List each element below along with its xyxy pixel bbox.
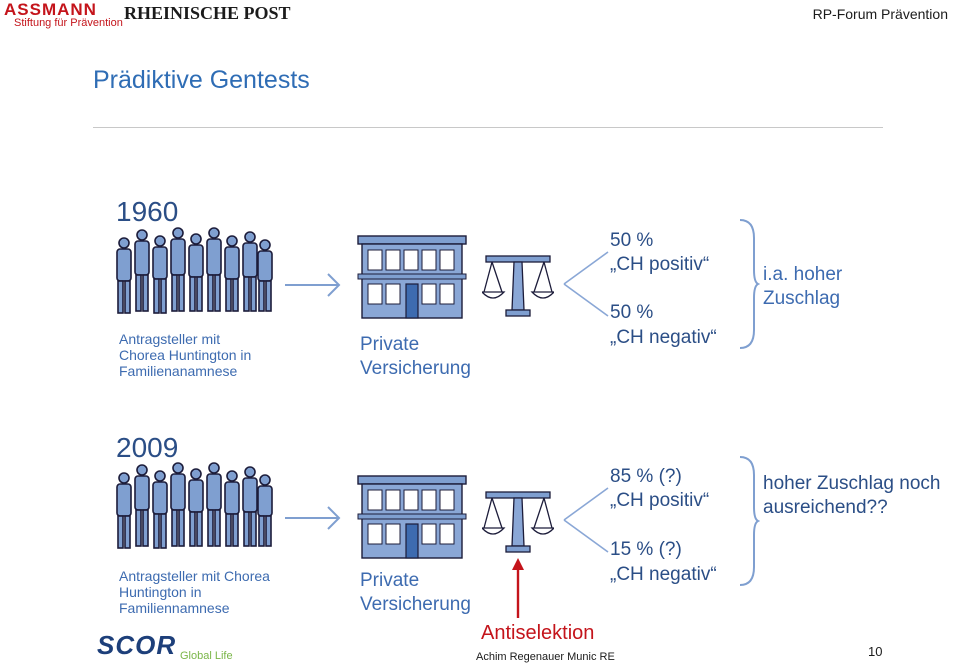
people-group-icon bbox=[116, 227, 273, 314]
pct-negative-1960: 50 % bbox=[610, 302, 654, 323]
slide-title: Prädiktive Gentests bbox=[93, 66, 310, 94]
label-positive-1960: „CH positiv“ bbox=[610, 254, 710, 275]
branch-lines-icon bbox=[563, 251, 609, 317]
applicants-caption-1960: Antragsteller mit Chorea Huntington in F… bbox=[119, 331, 252, 379]
applicants-caption-2009: Antragsteller mit Chorea Huntington in F… bbox=[119, 568, 270, 616]
result-2009: hoher Zuschlag noch ausreichend?? bbox=[763, 473, 941, 518]
pct-positive-2009: 85 % (?) bbox=[610, 466, 682, 487]
branch-lines-icon bbox=[563, 487, 609, 553]
insurer-label-2009: Private Versicherung bbox=[360, 570, 471, 615]
forum-label: RP-Forum Prävention bbox=[812, 6, 948, 22]
arrow-up-icon bbox=[512, 558, 524, 618]
arrow-right-icon bbox=[285, 273, 341, 297]
building-icon bbox=[357, 235, 467, 319]
label-negative-1960: „CH negativ“ bbox=[610, 327, 717, 348]
pct-negative-2009: 15 % (?) bbox=[610, 539, 682, 560]
assmann-sub-logo: Stiftung für Prävention bbox=[14, 17, 123, 29]
scor-sub-logo: Global Life bbox=[180, 650, 233, 662]
scales-icon bbox=[482, 255, 554, 317]
pct-positive-1960: 50 % bbox=[610, 230, 654, 251]
year-2009: 2009 bbox=[116, 432, 179, 463]
scales-icon bbox=[482, 491, 554, 553]
people-group-icon bbox=[116, 462, 273, 549]
brace-icon bbox=[739, 219, 760, 349]
author-footer: Achim Regenauer Munic RE bbox=[476, 651, 615, 663]
result-1960: i.a. hoher Zuschlag bbox=[763, 264, 843, 309]
scor-logo: SCOR bbox=[97, 630, 177, 660]
rheinische-post-logo: RHEINISCHE POST bbox=[124, 3, 291, 23]
building-icon bbox=[357, 475, 467, 559]
label-negative-2009: „CH negativ“ bbox=[610, 564, 717, 585]
insurer-label-1960: Private Versicherung bbox=[360, 334, 471, 379]
label-positive-2009: „CH positiv“ bbox=[610, 490, 710, 511]
assmann-logo: ASSMANN bbox=[4, 0, 97, 19]
antiselection-label: Antiselektion bbox=[481, 622, 595, 644]
year-1960: 1960 bbox=[116, 196, 179, 227]
page-number: 10 bbox=[868, 644, 883, 659]
arrow-right-icon bbox=[285, 506, 341, 530]
title-divider bbox=[93, 127, 883, 128]
brace-icon bbox=[739, 456, 760, 586]
